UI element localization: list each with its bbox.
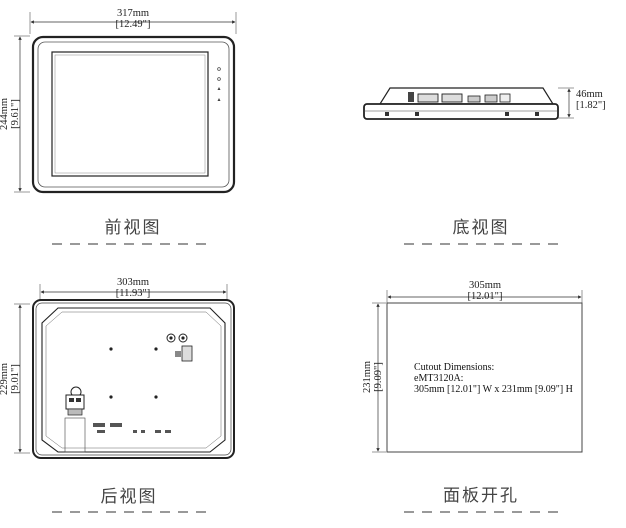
bottom-port xyxy=(467,95,481,103)
cutout-width-in: [12.01"] xyxy=(467,291,503,302)
cutout-dimensions-note: Cutout Dimensions: eMT3120A: 305mm [12.0… xyxy=(414,362,573,395)
rear-height-in: [9.01"] xyxy=(10,364,21,394)
bottom-depth-mm: 46mm xyxy=(576,89,603,100)
front-view xyxy=(14,12,237,245)
bottom-view-caption: 底视图 xyxy=(452,218,510,238)
front-width-mm: 317mm xyxy=(116,8,150,19)
front-width-in: [12.49"] xyxy=(115,19,151,30)
cutout-rectangle xyxy=(386,302,583,453)
front-led xyxy=(217,87,221,90)
rear-view-caption: 后视图 xyxy=(100,487,158,507)
bottom-port xyxy=(408,92,414,102)
bottom-port xyxy=(417,93,439,103)
front-height-in: [9.61"] xyxy=(10,99,21,129)
cutout-width-mm: 305mm xyxy=(468,280,502,291)
bottom-depth-in: [1.82"] xyxy=(576,100,606,111)
rear-mounting-holes xyxy=(109,347,158,399)
bottom-bezel xyxy=(363,103,559,120)
front-view-caption: 前视图 xyxy=(104,218,162,238)
rear-width-in: [11.93"] xyxy=(115,288,151,299)
cutout-view-caption: 面板开孔 xyxy=(443,486,519,506)
bottom-port xyxy=(441,93,463,103)
bottom-view xyxy=(363,87,574,245)
rear-terminal-block xyxy=(65,386,85,416)
rear-width-mm: 303mm xyxy=(116,277,150,288)
front-height-label: 244mm [9.61"] xyxy=(0,84,21,144)
rear-view xyxy=(14,284,235,513)
bottom-depth-label: 46mm [1.82"] xyxy=(576,89,616,111)
front-led xyxy=(217,98,221,101)
cutout-height-in: [9.09"] xyxy=(373,362,384,392)
bottom-body xyxy=(378,87,555,105)
cutout-height-mm: 231mm xyxy=(362,360,373,394)
rear-height-label: 229mm [9.01"] xyxy=(0,349,21,409)
cutout-note-model: eMT3120A: xyxy=(414,373,464,384)
front-height-mm: 244mm xyxy=(0,97,10,131)
rear-housing xyxy=(41,307,226,453)
bottom-port xyxy=(484,94,498,103)
cutout-note-heading: Cutout Dimensions: xyxy=(414,362,495,373)
cutout-note-size: 305mm [12.01"] W x 231mm [9.09"] H xyxy=(414,384,573,395)
cutout-height-label: 231mm [9.09"] xyxy=(362,347,384,407)
front-screen xyxy=(51,51,209,177)
bottom-port xyxy=(499,93,511,103)
rear-width-label: 303mm [11.93"] xyxy=(103,277,163,299)
rear-height-mm: 229mm xyxy=(0,362,10,396)
cutout-view xyxy=(372,290,583,513)
front-width-label: 317mm [12.49"] xyxy=(103,8,163,30)
cutout-width-label: 305mm [12.01"] xyxy=(455,280,515,302)
rear-label-strip xyxy=(93,423,171,433)
front-led xyxy=(217,77,221,81)
rear-port-block xyxy=(181,345,193,362)
front-led xyxy=(217,67,221,71)
